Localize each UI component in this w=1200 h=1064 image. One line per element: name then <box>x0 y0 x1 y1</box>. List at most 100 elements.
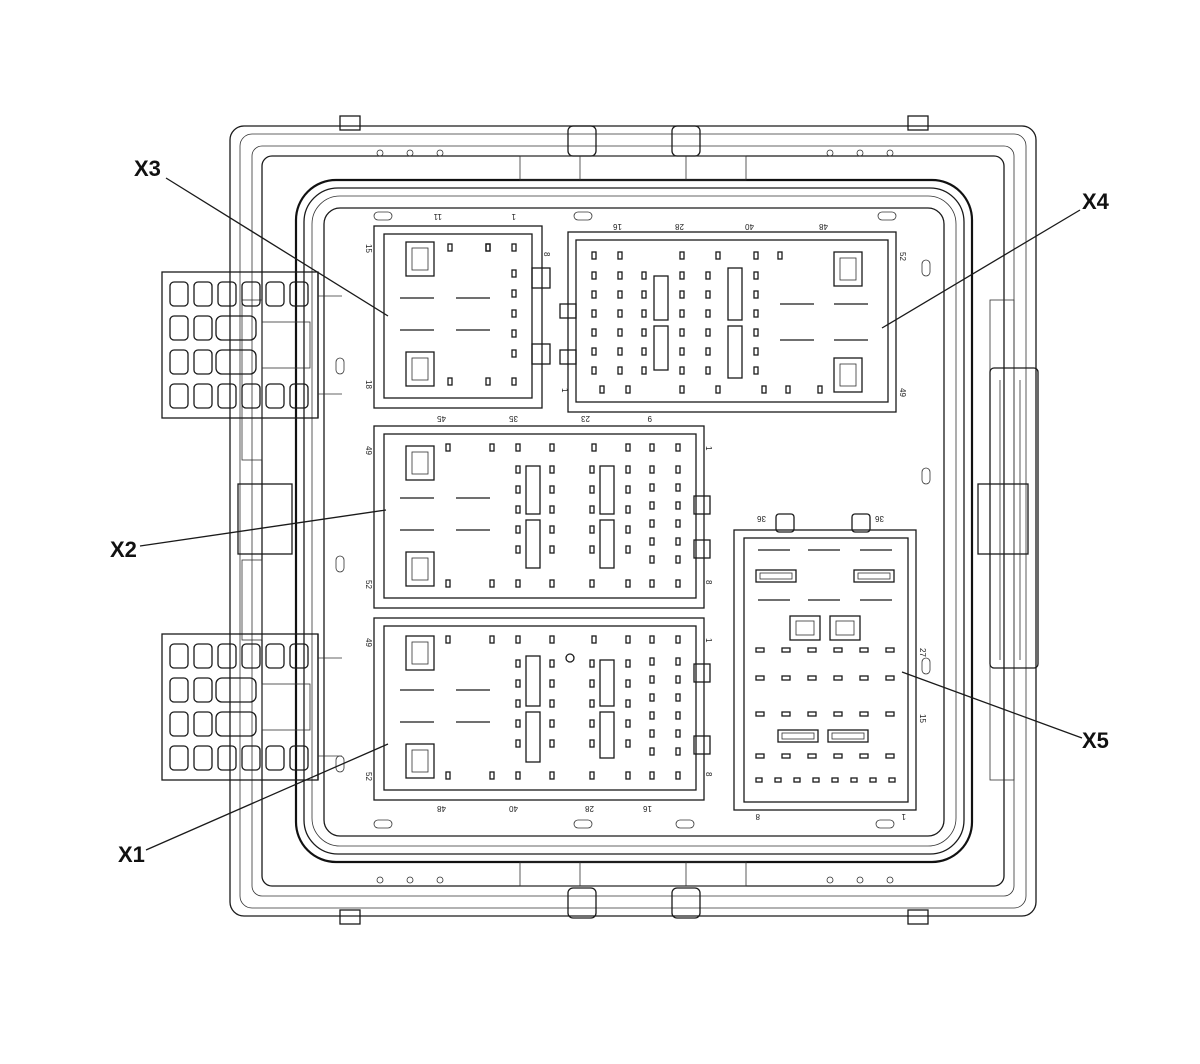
pin-label: 15 <box>364 244 373 253</box>
pin-slot <box>193 383 213 409</box>
pin-slot <box>549 579 555 588</box>
pin-label: 35 <box>509 414 518 423</box>
pin-number-labels: 11 1 15 18 8 16 28 40 48 52 49 1 45 35 2… <box>364 212 927 821</box>
pin-slot <box>591 366 597 375</box>
pin-slot <box>649 519 655 528</box>
pin-label: 52 <box>364 772 373 781</box>
pin-slot <box>617 309 623 318</box>
pin-label: 15 <box>918 714 927 723</box>
pin-slot <box>617 328 623 337</box>
pin-slot <box>649 483 655 492</box>
pin-slot <box>549 505 555 514</box>
pin-slot <box>679 309 685 318</box>
pin-slot <box>511 269 517 278</box>
pin-slot <box>781 675 791 681</box>
pin-slot <box>807 711 817 717</box>
pin-slot <box>549 719 555 728</box>
pin-slot <box>753 366 759 375</box>
pin-slot <box>589 505 595 514</box>
pin-slot <box>169 349 189 375</box>
pin-slot <box>511 309 517 318</box>
pin-slot <box>193 745 213 771</box>
pin-slot <box>774 777 782 783</box>
pin-label: 11 <box>433 212 442 221</box>
pin-slot <box>241 281 261 307</box>
pin-slot <box>833 675 843 681</box>
pin-slot <box>169 643 189 669</box>
pin-slot <box>261 321 311 369</box>
pin-slot <box>625 525 631 534</box>
pin-slot <box>675 771 681 780</box>
pin-slot <box>515 679 521 688</box>
pin-slot <box>511 289 517 298</box>
pin-label: 52 <box>898 252 907 261</box>
pin-slot <box>591 328 597 337</box>
housing-outline <box>229 115 1039 925</box>
pin-slot <box>193 711 213 737</box>
pin-slot <box>289 745 309 771</box>
pin-slot <box>549 771 555 780</box>
connector-x4 <box>559 231 897 413</box>
pin-slot <box>641 328 647 337</box>
pin-label: 48 <box>819 222 828 231</box>
pin-slot <box>217 643 237 669</box>
pin-slot <box>625 443 631 452</box>
pin-slot <box>753 309 759 318</box>
pin-slot <box>511 349 517 358</box>
pin-label: 49 <box>364 446 373 455</box>
callout-x1: X1 <box>118 842 145 867</box>
pin-slot <box>777 251 783 260</box>
pin-slot <box>679 328 685 337</box>
pin-slot <box>859 675 869 681</box>
pin-slot <box>753 251 759 260</box>
pin-slot <box>265 643 285 669</box>
callout-x5: X5 <box>1082 728 1109 753</box>
pin-slot <box>511 243 517 252</box>
pin-slot <box>625 659 631 668</box>
leader-line-x3 <box>165 177 389 317</box>
pin-slot <box>649 555 655 564</box>
pin-label: 48 <box>437 804 446 813</box>
leader-line-x1 <box>145 743 389 851</box>
pin-slot <box>807 675 817 681</box>
pin-slot <box>625 771 631 780</box>
pin-slot <box>641 347 647 356</box>
pin-slot <box>447 377 453 386</box>
pin-slot <box>489 771 495 780</box>
pin-label: 23 <box>581 414 590 423</box>
pin-label: 18 <box>364 380 373 389</box>
pin-slot <box>549 739 555 748</box>
pin-slot <box>193 315 213 341</box>
pin-slot <box>591 309 597 318</box>
pin-label: 40 <box>509 804 518 813</box>
pin-slot <box>589 659 595 668</box>
pin-slot <box>617 366 623 375</box>
pin-slot <box>888 777 896 783</box>
pin-slot <box>793 777 801 783</box>
pin-slot <box>679 251 685 260</box>
pin-slot <box>549 659 555 668</box>
pin-slot <box>885 711 895 717</box>
pin-label: 8 <box>755 812 760 821</box>
pin-slot <box>485 377 491 386</box>
pin-slot <box>169 677 189 703</box>
pin-slot <box>755 711 765 717</box>
pin-slot <box>641 309 647 318</box>
pin-slot <box>217 745 237 771</box>
pin-slot <box>549 679 555 688</box>
pin-slot <box>589 485 595 494</box>
pin-slot <box>617 271 623 280</box>
pin-slot <box>679 385 685 394</box>
pin-slot <box>641 290 647 299</box>
pin-slot <box>705 347 711 356</box>
left-mounting-bracket-bottom <box>161 633 342 781</box>
pin-slot <box>753 271 759 280</box>
pin-slot <box>625 465 631 474</box>
pin-slot <box>241 745 261 771</box>
pin-slot <box>625 505 631 514</box>
connector-x5 <box>733 513 917 811</box>
pin-slot <box>445 579 451 588</box>
pin-slot <box>169 383 189 409</box>
pin-slot <box>859 753 869 759</box>
pin-slot <box>589 579 595 588</box>
